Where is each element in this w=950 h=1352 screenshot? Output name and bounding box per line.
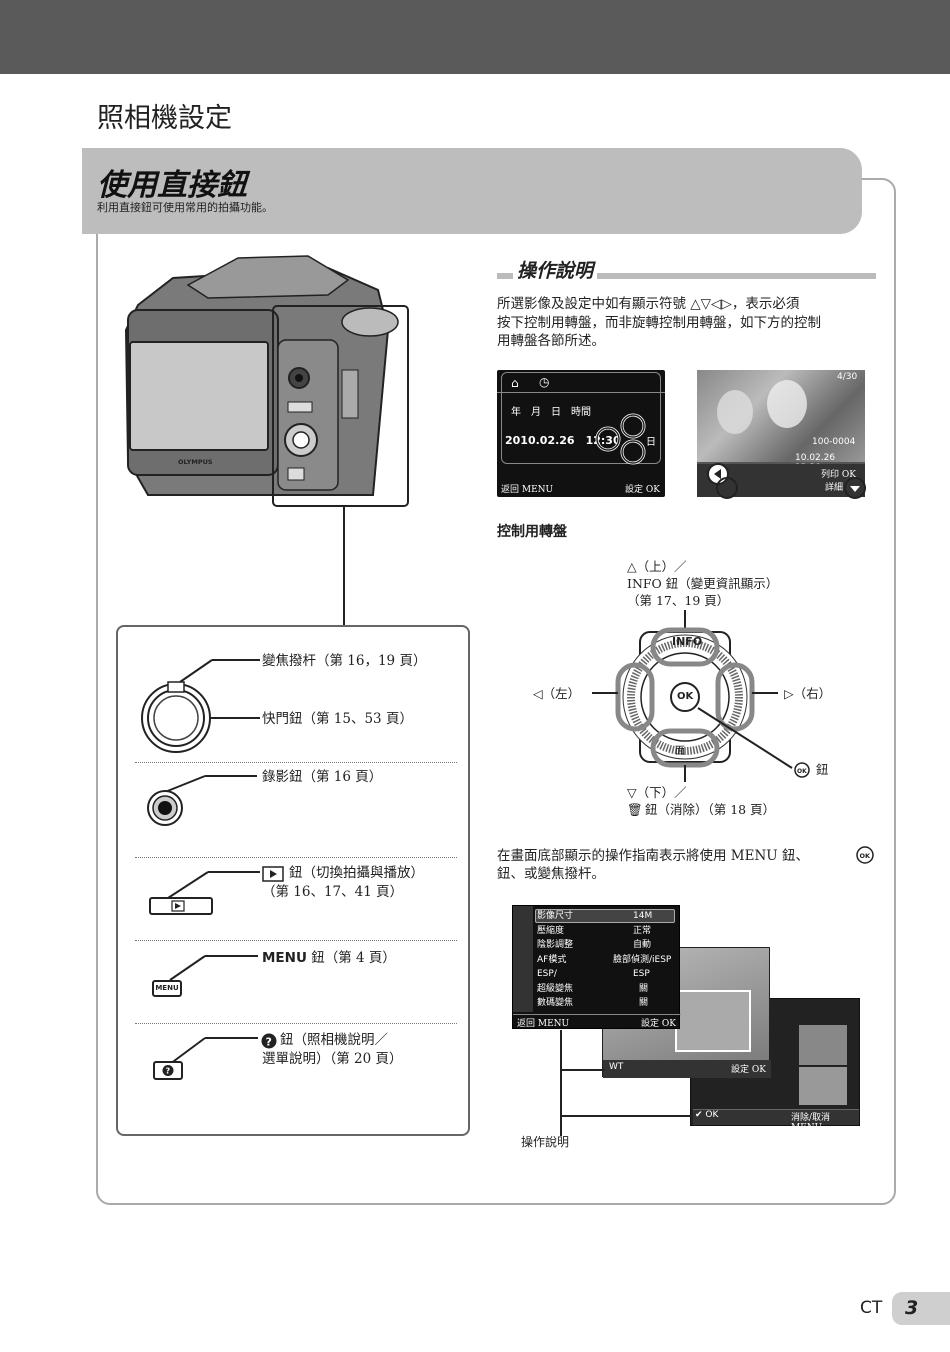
menu-row[interactable]: 數碼變焦關: [537, 998, 649, 1008]
divider: [135, 940, 457, 941]
ok-caption: 鈕: [816, 762, 829, 777]
guide-line1: 在畫面底部顯示的操作指南表示將使用 MENU 鈕、: [497, 848, 809, 864]
dial-left-label: ◁（左）: [533, 686, 581, 701]
trash-icon: 🗑: [627, 802, 643, 817]
page-number: 3: [905, 1297, 919, 1319]
menu-caption-bold: MENU: [262, 950, 307, 966]
camera-brand: OLYMPUS: [178, 458, 213, 466]
shutter-illustration: [141, 659, 260, 753]
ops-desc-line1: 所選影像及設定中如有顯示符號 △▽◁▷，表示必須: [497, 296, 800, 312]
menu-caption: MENU 鈕（第 4 頁）: [262, 949, 396, 967]
frame-counter: 4/30: [837, 372, 858, 382]
menu-caption-rest: 鈕（第 4 頁）: [311, 950, 396, 966]
svg-text:面: 面: [675, 746, 685, 757]
divider: [135, 762, 457, 763]
menu-row[interactable]: ESP/ESP: [537, 969, 650, 979]
date-unit: 日: [646, 437, 656, 448]
date-value: 2010.02.26 12:30: [505, 434, 621, 447]
back-guide: 返回 MENU: [501, 485, 554, 495]
home-icon: ⌂: [511, 376, 519, 390]
divider: [135, 857, 457, 858]
zoom-lever-caption: 變焦撥杆（第 16，19 頁）: [262, 653, 427, 669]
dial-down-line2: 鈕（消除）（第 18 頁）: [645, 802, 776, 817]
detail-guide: 詳細: [825, 483, 844, 493]
dial-up-line1: △（上）／: [627, 559, 687, 574]
divider: [135, 1023, 457, 1024]
menu-icon: MENU: [152, 980, 182, 997]
help-caption-line1: 鈕（照相機說明／: [280, 1032, 388, 1048]
date-setting-screen: ⌂ ◷ 年 月 日 時間 2010.02.26 12:30 日 返回 MENU …: [497, 370, 665, 497]
dial-up-line2: INFO 鈕（變更資訊顯示）: [627, 576, 779, 591]
play-caption-line2: （第 16、17、41 頁）: [262, 884, 404, 900]
top-bar: [0, 0, 950, 74]
ok-icon: OK: [794, 762, 810, 778]
ops-desc-line3: 用轉盤各節所述。: [497, 333, 605, 349]
info-button-label: INFO: [672, 635, 703, 648]
wt-guide: WT: [609, 1062, 624, 1072]
dial-heading: 控制用轉盤: [497, 524, 567, 540]
movie-caption: 錄影鈕（第 16 頁）: [262, 769, 383, 785]
ok-icon: OK: [856, 846, 874, 864]
play-caption-line1: 鈕（切換拍攝與播放）: [289, 865, 424, 881]
control-dial-diagram: 面: [592, 610, 793, 782]
menu-button-illustration: [169, 955, 258, 981]
print-guide: 列印 OK: [821, 470, 856, 480]
menu-row[interactable]: 超級變焦關: [537, 983, 649, 994]
file-number: 100-0004: [812, 437, 856, 447]
menu-back-guide: 返回 MENU: [517, 1019, 570, 1029]
guide-label: 操作說明: [521, 1135, 570, 1149]
svg-text:OK: OK: [797, 768, 807, 775]
screen2-highlight-circles: [707, 463, 866, 499]
svg-text:?: ?: [166, 1067, 171, 1076]
menu-row[interactable]: 壓縮度正常: [537, 925, 652, 936]
date-labels: 年 月 日 時間: [511, 407, 591, 418]
help-caption-line2: 選單說明）（第 20 頁）: [262, 1051, 403, 1067]
ops-desc-line2: 按下控制用轉盤，而非旋轉控制用轉盤，如下方的控制: [497, 315, 821, 331]
menu-row[interactable]: 陰影調整自動: [537, 940, 652, 950]
shutter-caption: 快門鈕（第 15、53 頁）: [262, 711, 413, 727]
delete-cancel-guide: 消除/取消 MENU: [791, 1113, 831, 1133]
connector-line: [343, 506, 345, 626]
zoom-set-guide: 設定 OK: [731, 1065, 766, 1075]
clock-icon: ◷: [539, 375, 550, 389]
camera-illustration: OLYMPUS: [124, 255, 409, 507]
page-number-tab: [892, 1292, 950, 1325]
movie-button-illustration: [147, 775, 257, 826]
screen1-highlight-circles: [595, 413, 646, 465]
region-code: CT: [860, 1298, 883, 1318]
svg-text:OK: OK: [860, 852, 872, 860]
dial-up-line3: （第 17、19 頁）: [627, 593, 730, 608]
page-subtitle: 利用直接鈕可使用常用的拍攝功能。: [97, 201, 273, 214]
svg-text:?: ?: [266, 1036, 272, 1049]
section-title: 照相機設定: [97, 103, 232, 134]
play-icon: [262, 866, 284, 882]
callout-box: [116, 625, 470, 1136]
dial-right-label: ▷（右）: [784, 686, 832, 701]
ops-title: 操作說明: [513, 256, 598, 283]
page-title: 使用直接鈕: [97, 168, 247, 203]
play-button-illustration: [149, 871, 260, 915]
guide-line2: 鈕、或變焦撥杆。: [497, 866, 605, 882]
menu-row[interactable]: AF模式臉部偵測/iESP: [537, 954, 672, 965]
dial-down-line1: ▽（下）／: [627, 785, 687, 800]
playback-screen: 4/30 100-0004 10.02.26 12:30 列印 OK 詳細: [697, 370, 865, 497]
guide-pointer-lines: [560, 1030, 693, 1136]
title-banner: [82, 148, 862, 234]
menu-set-guide: 設定 OK: [641, 1019, 676, 1029]
help-button-illustration: ?: [153, 1037, 258, 1080]
help-icon: ?: [261, 1033, 277, 1049]
ops-header-bar: [497, 273, 876, 279]
ok-button-label: OK: [677, 691, 694, 702]
check-ok-tag: ✔ OK: [695, 1110, 719, 1120]
set-guide: 設定 OK: [625, 485, 660, 495]
